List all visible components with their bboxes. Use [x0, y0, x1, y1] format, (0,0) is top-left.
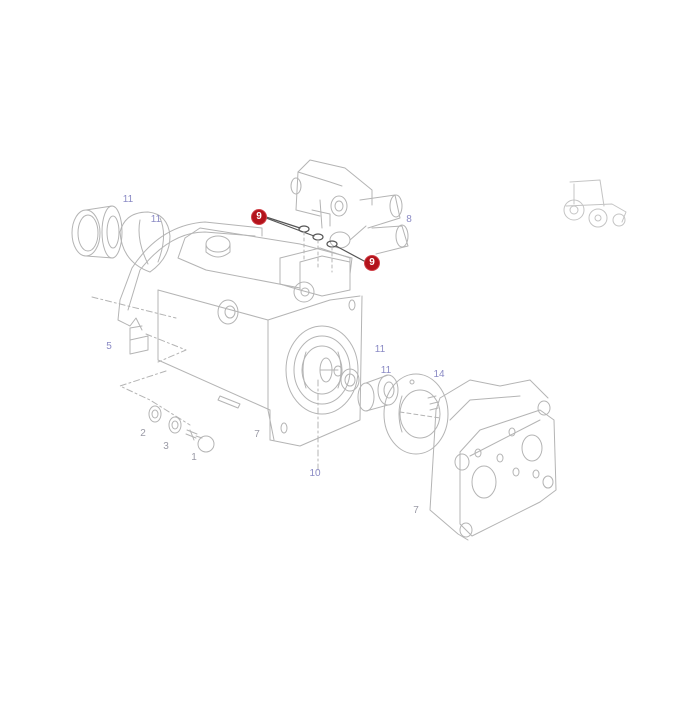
callout-3-washer[interactable]: 3	[163, 441, 169, 452]
callout-14-wear-plate[interactable]: 14	[433, 369, 445, 380]
o-ring-guide-lines	[303, 231, 333, 273]
callout-9-o-ring-highlight-2[interactable]: 9	[365, 256, 379, 270]
o-ring-icon	[265, 216, 365, 262]
callout-7-rear-cover[interactable]: 7	[413, 505, 419, 516]
washer-icon-2	[168, 416, 182, 434]
mounting-bracket	[129, 325, 149, 355]
bearing-icon	[71, 205, 123, 259]
tractor-icon	[563, 179, 627, 228]
callout-7-pump-housing[interactable]: 7	[254, 429, 260, 440]
callout-5-bracket[interactable]: 5	[106, 341, 112, 352]
callout-11-roller-bearing[interactable]: 11	[380, 365, 392, 376]
callout-8-control-valve[interactable]: 8	[406, 214, 412, 225]
washer-icon	[148, 405, 162, 423]
callout-9-o-ring-highlight[interactable]: 9	[252, 210, 266, 224]
rear-cover-icon	[429, 379, 557, 541]
wear-plate-icon	[383, 373, 449, 455]
control-valve-icon	[290, 159, 409, 255]
bearing-cage-icon	[119, 211, 171, 273]
small-bearing-icon	[340, 368, 360, 392]
callout-11-small-bearing[interactable]: 11	[374, 344, 386, 355]
callout-2-washer[interactable]: 2	[140, 428, 146, 439]
callout-1-bolt[interactable]: 1	[191, 452, 197, 463]
callout-11-bearing[interactable]: 11	[122, 194, 134, 205]
callout-10-shaft[interactable]: 10	[309, 468, 321, 479]
pump-housing-icon	[117, 221, 363, 447]
callout-11-bearing-cage[interactable]: 11	[150, 214, 162, 225]
reference-lines	[91, 296, 319, 471]
bolt-icon	[185, 429, 215, 453]
roller-bearing-icon	[357, 374, 399, 412]
